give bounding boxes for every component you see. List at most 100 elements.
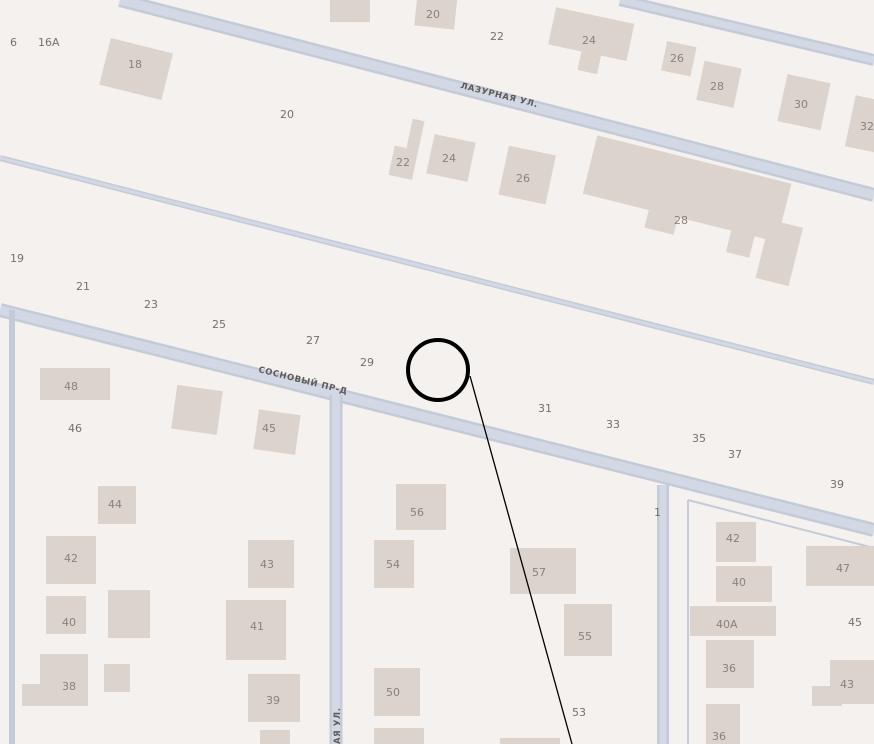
building-28-porch[interactable] xyxy=(644,200,681,235)
house-number: 33 xyxy=(606,418,620,431)
road-lazurnaya[interactable] xyxy=(118,0,874,200)
building-36-south[interactable] xyxy=(706,704,740,744)
building-46-plot[interactable] xyxy=(171,384,223,435)
building-43-east-annex[interactable] xyxy=(812,686,842,706)
house-number: 21 xyxy=(76,280,90,293)
building-47[interactable] xyxy=(806,546,874,586)
house-number: 39 xyxy=(830,478,844,491)
building-57[interactable] xyxy=(510,548,576,594)
house-number: 36 xyxy=(712,730,726,743)
house-number: 41 xyxy=(250,620,264,633)
house-number: 24 xyxy=(582,34,596,47)
house-number: 42 xyxy=(64,552,78,565)
block-boundary-top xyxy=(687,499,874,549)
building-bottom-center[interactable] xyxy=(500,738,560,744)
house-numbers: 6 16А 18 20 22 24 26 28 30 32 20 22 24 2… xyxy=(10,8,874,743)
building-22[interactable] xyxy=(388,145,419,180)
house-number: 36 xyxy=(722,662,736,675)
building-32[interactable] xyxy=(844,95,874,155)
house-number: 20 xyxy=(426,8,440,21)
house-number: 35 xyxy=(692,432,706,445)
building-40a[interactable] xyxy=(690,606,776,636)
building-40-east[interactable] xyxy=(716,566,772,602)
building-44[interactable] xyxy=(98,486,136,524)
building-38-annex[interactable] xyxy=(22,684,52,706)
building-28-wing[interactable] xyxy=(725,172,770,258)
building-26[interactable] xyxy=(498,145,556,205)
house-number: 22 xyxy=(490,30,504,43)
building-22-annex[interactable] xyxy=(406,118,425,151)
house-number: 26 xyxy=(670,52,684,65)
building-24[interactable] xyxy=(426,134,476,182)
building-42[interactable] xyxy=(46,536,96,584)
house-number: 45 xyxy=(262,422,276,435)
house-number: 38 xyxy=(62,680,76,693)
house-number: 16А xyxy=(38,36,60,49)
building-28-end[interactable] xyxy=(755,219,804,287)
house-number: 55 xyxy=(578,630,592,643)
house-number: 46 xyxy=(68,422,82,435)
building-56[interactable] xyxy=(396,484,446,530)
building-41[interactable] xyxy=(226,600,286,660)
house-number: 27 xyxy=(306,334,320,347)
building-45[interactable] xyxy=(253,409,301,455)
house-number: 43 xyxy=(260,558,274,571)
building-30[interactable] xyxy=(777,74,831,131)
house-number: 22 xyxy=(396,156,410,169)
house-number: 26 xyxy=(516,172,530,185)
building-39[interactable] xyxy=(248,674,300,722)
building-small-west[interactable] xyxy=(104,664,130,692)
house-number: 39 xyxy=(266,694,280,707)
house-number: 28 xyxy=(710,80,724,93)
house-number: 56 xyxy=(410,506,424,519)
street-label-vertical: АЯ УЛ. xyxy=(333,707,343,744)
building-43[interactable] xyxy=(248,540,294,588)
circle-marker-icon[interactable] xyxy=(406,338,470,402)
building-54[interactable] xyxy=(374,540,414,588)
house-number: 25 xyxy=(212,318,226,331)
building-42-east[interactable] xyxy=(716,522,756,562)
house-number: 1 xyxy=(654,506,661,519)
house-number: 28 xyxy=(674,214,688,227)
house-number: 48 xyxy=(64,380,78,393)
building-bottom-mid[interactable] xyxy=(374,728,424,744)
building-24-top-annex[interactable] xyxy=(577,48,602,75)
house-number: 29 xyxy=(360,356,374,369)
house-number: 19 xyxy=(10,252,24,265)
road-middle[interactable] xyxy=(0,156,874,384)
house-number: 23 xyxy=(144,298,158,311)
house-number: 43 xyxy=(840,678,854,691)
building-18[interactable] xyxy=(99,38,173,101)
house-number: 37 xyxy=(728,448,742,461)
building-plot-west[interactable] xyxy=(108,590,150,638)
marker-leader-line xyxy=(469,375,573,744)
building-20-top[interactable] xyxy=(414,0,459,30)
house-number: 50 xyxy=(386,686,400,699)
building-50[interactable] xyxy=(374,668,420,716)
buildings xyxy=(22,0,874,744)
house-number: 31 xyxy=(538,402,552,415)
house-number: 57 xyxy=(532,566,546,579)
house-number: 32 xyxy=(860,120,874,133)
building-26-top[interactable] xyxy=(661,40,697,77)
building-24-top[interactable] xyxy=(548,7,635,62)
house-number: 40А xyxy=(716,618,738,631)
building-bottom-left[interactable] xyxy=(260,730,290,744)
building-48[interactable] xyxy=(40,368,110,400)
building-36[interactable] xyxy=(706,640,754,688)
road-sosnovy[interactable] xyxy=(0,305,874,535)
house-number: 18 xyxy=(128,58,142,71)
building-40[interactable] xyxy=(46,596,86,634)
building-top-left[interactable] xyxy=(330,0,370,22)
house-number: 20 xyxy=(280,108,294,121)
road-northeast[interactable] xyxy=(619,0,874,64)
building-55[interactable] xyxy=(564,604,612,656)
house-number: 53 xyxy=(572,706,586,719)
building-28-top[interactable] xyxy=(696,60,742,108)
house-number: 40 xyxy=(732,576,746,589)
house-number: 45 xyxy=(848,616,862,629)
house-number: 24 xyxy=(442,152,456,165)
house-number: 47 xyxy=(836,562,850,575)
